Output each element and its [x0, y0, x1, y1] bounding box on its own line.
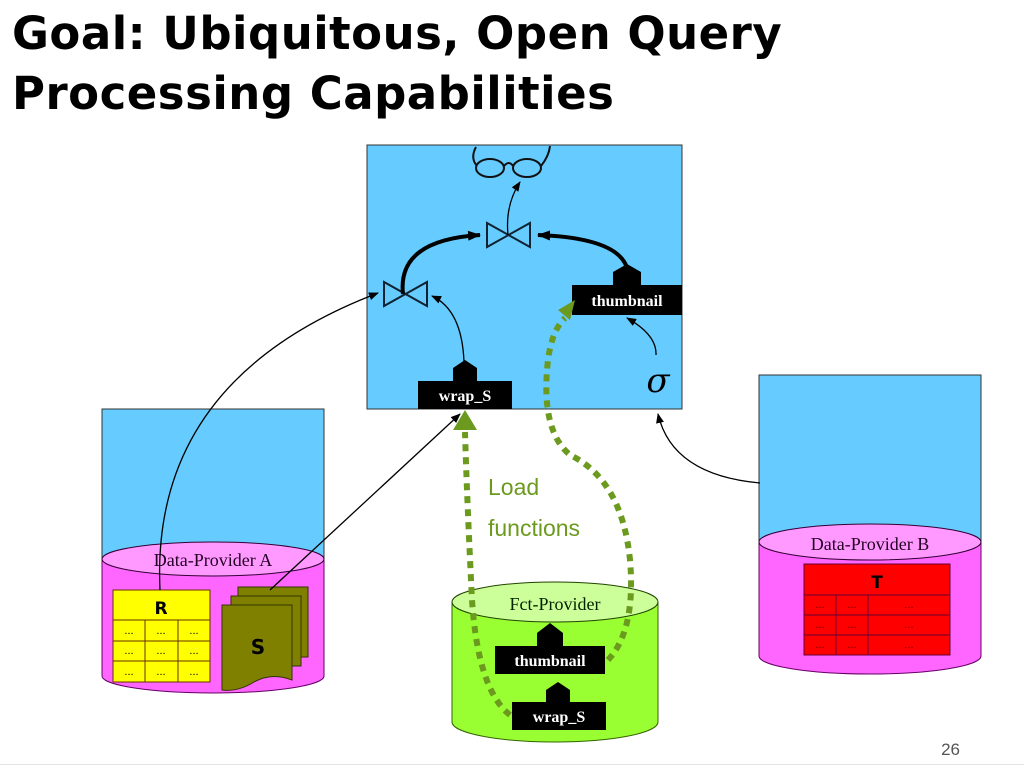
site-thumbnail-function: thumbnail: [572, 264, 682, 315]
fct-thumbnail-label: thumbnail: [514, 653, 586, 670]
flow-arrow-t-to-selection: [656, 413, 761, 484]
relation-t-cell: ...: [815, 619, 824, 631]
title-line-1: Goal: Ubiquitous, Open Query: [12, 7, 783, 60]
join-operator-left: [383, 280, 428, 308]
flow-arrow-s-to-wrap-s: [269, 413, 461, 591]
provider-a-cylinder-top: [101, 541, 325, 577]
relation-r-cell: ...: [156, 645, 165, 657]
relation-r-cell: ...: [189, 645, 198, 657]
flow-arrow-thumbnail-to-top-join: [537, 230, 629, 269]
site-thumbnail-label: thumbnail: [591, 293, 663, 310]
relation-t-name: T: [871, 573, 883, 593]
site-wrap-s-label: wrap_S: [439, 388, 492, 405]
relation-t-cell: ...: [815, 639, 824, 651]
provider-a-site-box: [101, 408, 325, 560]
data-provider-b: Data-Provider B T ......................…: [758, 374, 982, 675]
relation-t-cell: ...: [904, 639, 913, 651]
document-s-stack: S: [221, 586, 309, 691]
provider-b-site-box: [758, 374, 982, 543]
relation-t-cell: ...: [847, 599, 856, 611]
provider-a-label: Data-Provider A: [154, 550, 272, 570]
selection-operator-sigma: σ: [646, 361, 670, 401]
join-operator-top: [486, 221, 531, 249]
flow-arrow-r-to-left-join: [158, 292, 379, 591]
load-functions-label-line1: Load: [488, 474, 539, 500]
relation-t-cell: ...: [847, 639, 856, 651]
relation-r-cell: ...: [189, 625, 198, 637]
relation-r-cell: ...: [124, 625, 133, 637]
data-provider-a: Data-Provider A R ......................…: [101, 408, 325, 694]
load-arrow-thumbnail: [543, 315, 635, 663]
load-functions-label-line2: functions: [488, 515, 580, 541]
fct-wrap-s-label: wrap_S: [533, 709, 586, 726]
relation-t-cell: ...: [847, 619, 856, 631]
relation-t-cell: ...: [904, 619, 913, 631]
relation-r-cell: ...: [156, 666, 165, 678]
fct-provider-cylinder-top: [451, 581, 659, 623]
slide-title: Goal: Ubiquitous, Open Query Processing …: [12, 4, 782, 124]
load-arrow-wrap-s: [462, 431, 512, 718]
flow-arrow-wrap-s-to-left-join: [431, 295, 465, 363]
relation-t-table: T ...........................: [803, 563, 951, 656]
fct-thumbnail-function: thumbnail: [495, 623, 605, 674]
document-s-name: S: [251, 635, 265, 659]
relation-r-cell: ...: [124, 666, 133, 678]
fct-provider: Fct-Provider thumbnail wrap_S: [451, 581, 659, 743]
fct-wrap-s-function: wrap_S: [512, 682, 606, 730]
relation-r-cell: ...: [189, 666, 198, 678]
glasses-icon: [472, 145, 551, 178]
flow-arrow-join-to-result: [506, 181, 521, 236]
load-arrow-thumbnail-head: [558, 300, 575, 320]
relation-r-cell: ...: [124, 645, 133, 657]
flow-arrow-left-join-to-top-join: [400, 230, 481, 295]
flow-arrow-selection-to-thumbnail: [626, 317, 657, 356]
page-number: 26: [941, 740, 960, 759]
relation-r-table: R ...........................: [112, 589, 211, 683]
provider-b-cylinder-top: [758, 523, 982, 561]
relation-t-cell: ...: [904, 599, 913, 611]
relation-r-cell: ...: [156, 625, 165, 637]
title-line-2: Processing Capabilities: [12, 67, 615, 120]
fct-provider-label: Fct-Provider: [510, 594, 601, 614]
footer-divider: [0, 764, 1024, 765]
relation-r-name: R: [154, 599, 167, 619]
load-arrow-wrap-s-head: [453, 410, 477, 430]
site-wrap-s-function: wrap_S: [418, 360, 512, 409]
relation-t-cell: ...: [815, 599, 824, 611]
provider-b-label: Data-Provider B: [811, 534, 929, 554]
query-site: thumbnail wrap_S σ: [366, 144, 683, 410]
